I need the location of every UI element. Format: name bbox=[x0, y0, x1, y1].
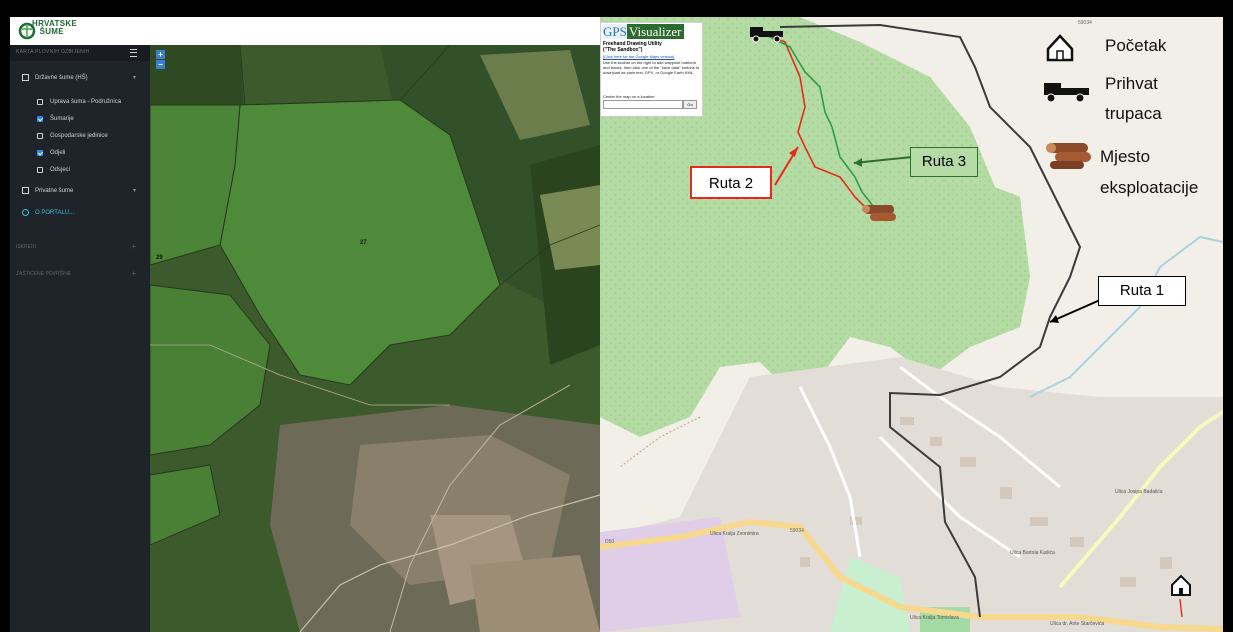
portal-sidebar: KARTA PLOVNIH OZBIJENIH Državne šume (HŠ… bbox=[10, 45, 150, 632]
zoom-out-button[interactable]: − bbox=[156, 60, 165, 69]
section-iskreni[interactable]: ISKRENI + bbox=[10, 240, 150, 256]
layer-label: Uprava šuma - Podružnica bbox=[50, 99, 122, 105]
logs-icon bbox=[862, 205, 896, 221]
legend-site-label-line1: Mjesto bbox=[1100, 147, 1151, 166]
house-icon bbox=[1171, 574, 1191, 596]
group-label: Državne šume (HŠ) bbox=[35, 75, 88, 81]
parcel-label-27: 27 bbox=[360, 240, 367, 246]
street-name: Ulica Kralja Zvonimira bbox=[710, 531, 759, 537]
checkbox-checked[interactable] bbox=[37, 116, 43, 122]
go-button[interactable]: Go bbox=[683, 100, 697, 109]
info-icon bbox=[22, 209, 29, 216]
about-portal-link[interactable]: O PORTALU... bbox=[10, 206, 150, 222]
legend-truck-label-line1: Prihvat bbox=[1105, 74, 1158, 93]
gpsv-subtitle: Freehand Drawing Utility("The Sandbox") bbox=[603, 41, 662, 53]
osm-basemap[interactable] bbox=[600, 17, 1223, 632]
legend-truck-label-line2: trupaca bbox=[1105, 104, 1162, 123]
road-number: 59034 bbox=[790, 528, 804, 534]
checkbox[interactable] bbox=[37, 167, 43, 173]
checkbox-checked[interactable] bbox=[37, 150, 43, 156]
about-label: O PORTALU... bbox=[35, 210, 75, 216]
menu-icon[interactable] bbox=[130, 49, 137, 57]
layer-item-odsjeci[interactable]: Odsjeci bbox=[10, 163, 150, 179]
route-1-label: Ruta 1 bbox=[1098, 276, 1186, 306]
center-map-label: Center the map on a location: bbox=[603, 94, 656, 99]
road-number: D50 bbox=[605, 539, 615, 545]
route-2-label: Ruta 2 bbox=[690, 166, 772, 199]
section-zasticene[interactable]: ZAŠTIĆENE POVRŠINE + bbox=[10, 267, 150, 283]
gpsv-description: Use the toolbar on the right to add wayp… bbox=[603, 60, 700, 75]
legend-site-label-line2: eksploatacije bbox=[1100, 178, 1199, 197]
layer-label: Gospodarske jedinice bbox=[50, 133, 108, 139]
street-name: Ulica Bartola Kašića bbox=[1010, 550, 1055, 556]
zoom-in-button[interactable]: + bbox=[156, 50, 165, 59]
truck-icon bbox=[1044, 83, 1089, 103]
group-label: Privatne šume bbox=[35, 188, 74, 194]
plus-icon[interactable]: + bbox=[131, 269, 136, 278]
location-input[interactable] bbox=[603, 100, 683, 109]
satellite-map[interactable] bbox=[150, 45, 600, 632]
layer-label: Odjeli bbox=[50, 150, 66, 156]
sidebar-header-text: KARTA PLOVNIH OZBIJENIH bbox=[16, 49, 90, 55]
section-label: ZAŠTIĆENE POVRŠINE bbox=[16, 271, 72, 277]
legend-start-label: Početak bbox=[1105, 36, 1167, 55]
group-drzavne-sume[interactable]: Državne šume (HŠ) ▾ bbox=[10, 71, 150, 87]
layer-group-icon bbox=[22, 187, 29, 194]
layer-item-odjeli[interactable]: Odjeli bbox=[10, 146, 150, 162]
layer-label: Šumarije bbox=[50, 116, 74, 122]
checkbox[interactable] bbox=[37, 133, 43, 139]
hrvatske-sume-logo bbox=[18, 22, 36, 40]
layer-item-uprava[interactable]: Uprava šuma - Podružnica bbox=[10, 95, 150, 111]
route-3-label: Ruta 3 bbox=[910, 147, 978, 177]
portal-topbar: HRVATSKE ŠUME bbox=[10, 17, 600, 45]
layer-label: Odsjeci bbox=[50, 167, 71, 173]
layer-item-gospodarske[interactable]: Gospodarske jedinice bbox=[10, 129, 150, 145]
logo-wordmark: HRVATSKE ŠUME bbox=[32, 19, 78, 36]
forest-portal-screenshot: HRVATSKE ŠUME KARTA PLOVNIH OZBIJENIH Dr… bbox=[10, 17, 600, 632]
parcel-label-29: 29 bbox=[156, 255, 163, 261]
checkbox[interactable] bbox=[37, 99, 43, 105]
plus-icon[interactable]: + bbox=[131, 242, 136, 251]
street-name: Ulica Josipa Badalića bbox=[1115, 489, 1163, 495]
layer-item-sumarije[interactable]: Šumarije bbox=[10, 112, 150, 128]
house-icon bbox=[1046, 34, 1074, 62]
google-maps-version-link[interactable]: [Click here for the Google Maps version] bbox=[603, 54, 675, 59]
group-privatne-sume[interactable]: Privatne šume ▾ bbox=[10, 184, 150, 200]
chevron-down-icon[interactable]: ▾ bbox=[132, 188, 136, 194]
section-label: ISKRENI bbox=[16, 244, 37, 250]
truck-icon bbox=[750, 27, 783, 43]
sidebar-header: KARTA PLOVNIH OZBIJENIH bbox=[10, 45, 150, 61]
layer-group-icon bbox=[22, 74, 29, 81]
chevron-down-icon[interactable]: ▾ bbox=[132, 75, 136, 81]
street-name: Ulica Kralja Tomislava bbox=[910, 615, 959, 621]
street-name: Ulica dr. Ante Starčevića bbox=[1050, 621, 1105, 627]
logs-icon bbox=[1046, 143, 1091, 169]
road-number: 59034 bbox=[1078, 20, 1092, 26]
